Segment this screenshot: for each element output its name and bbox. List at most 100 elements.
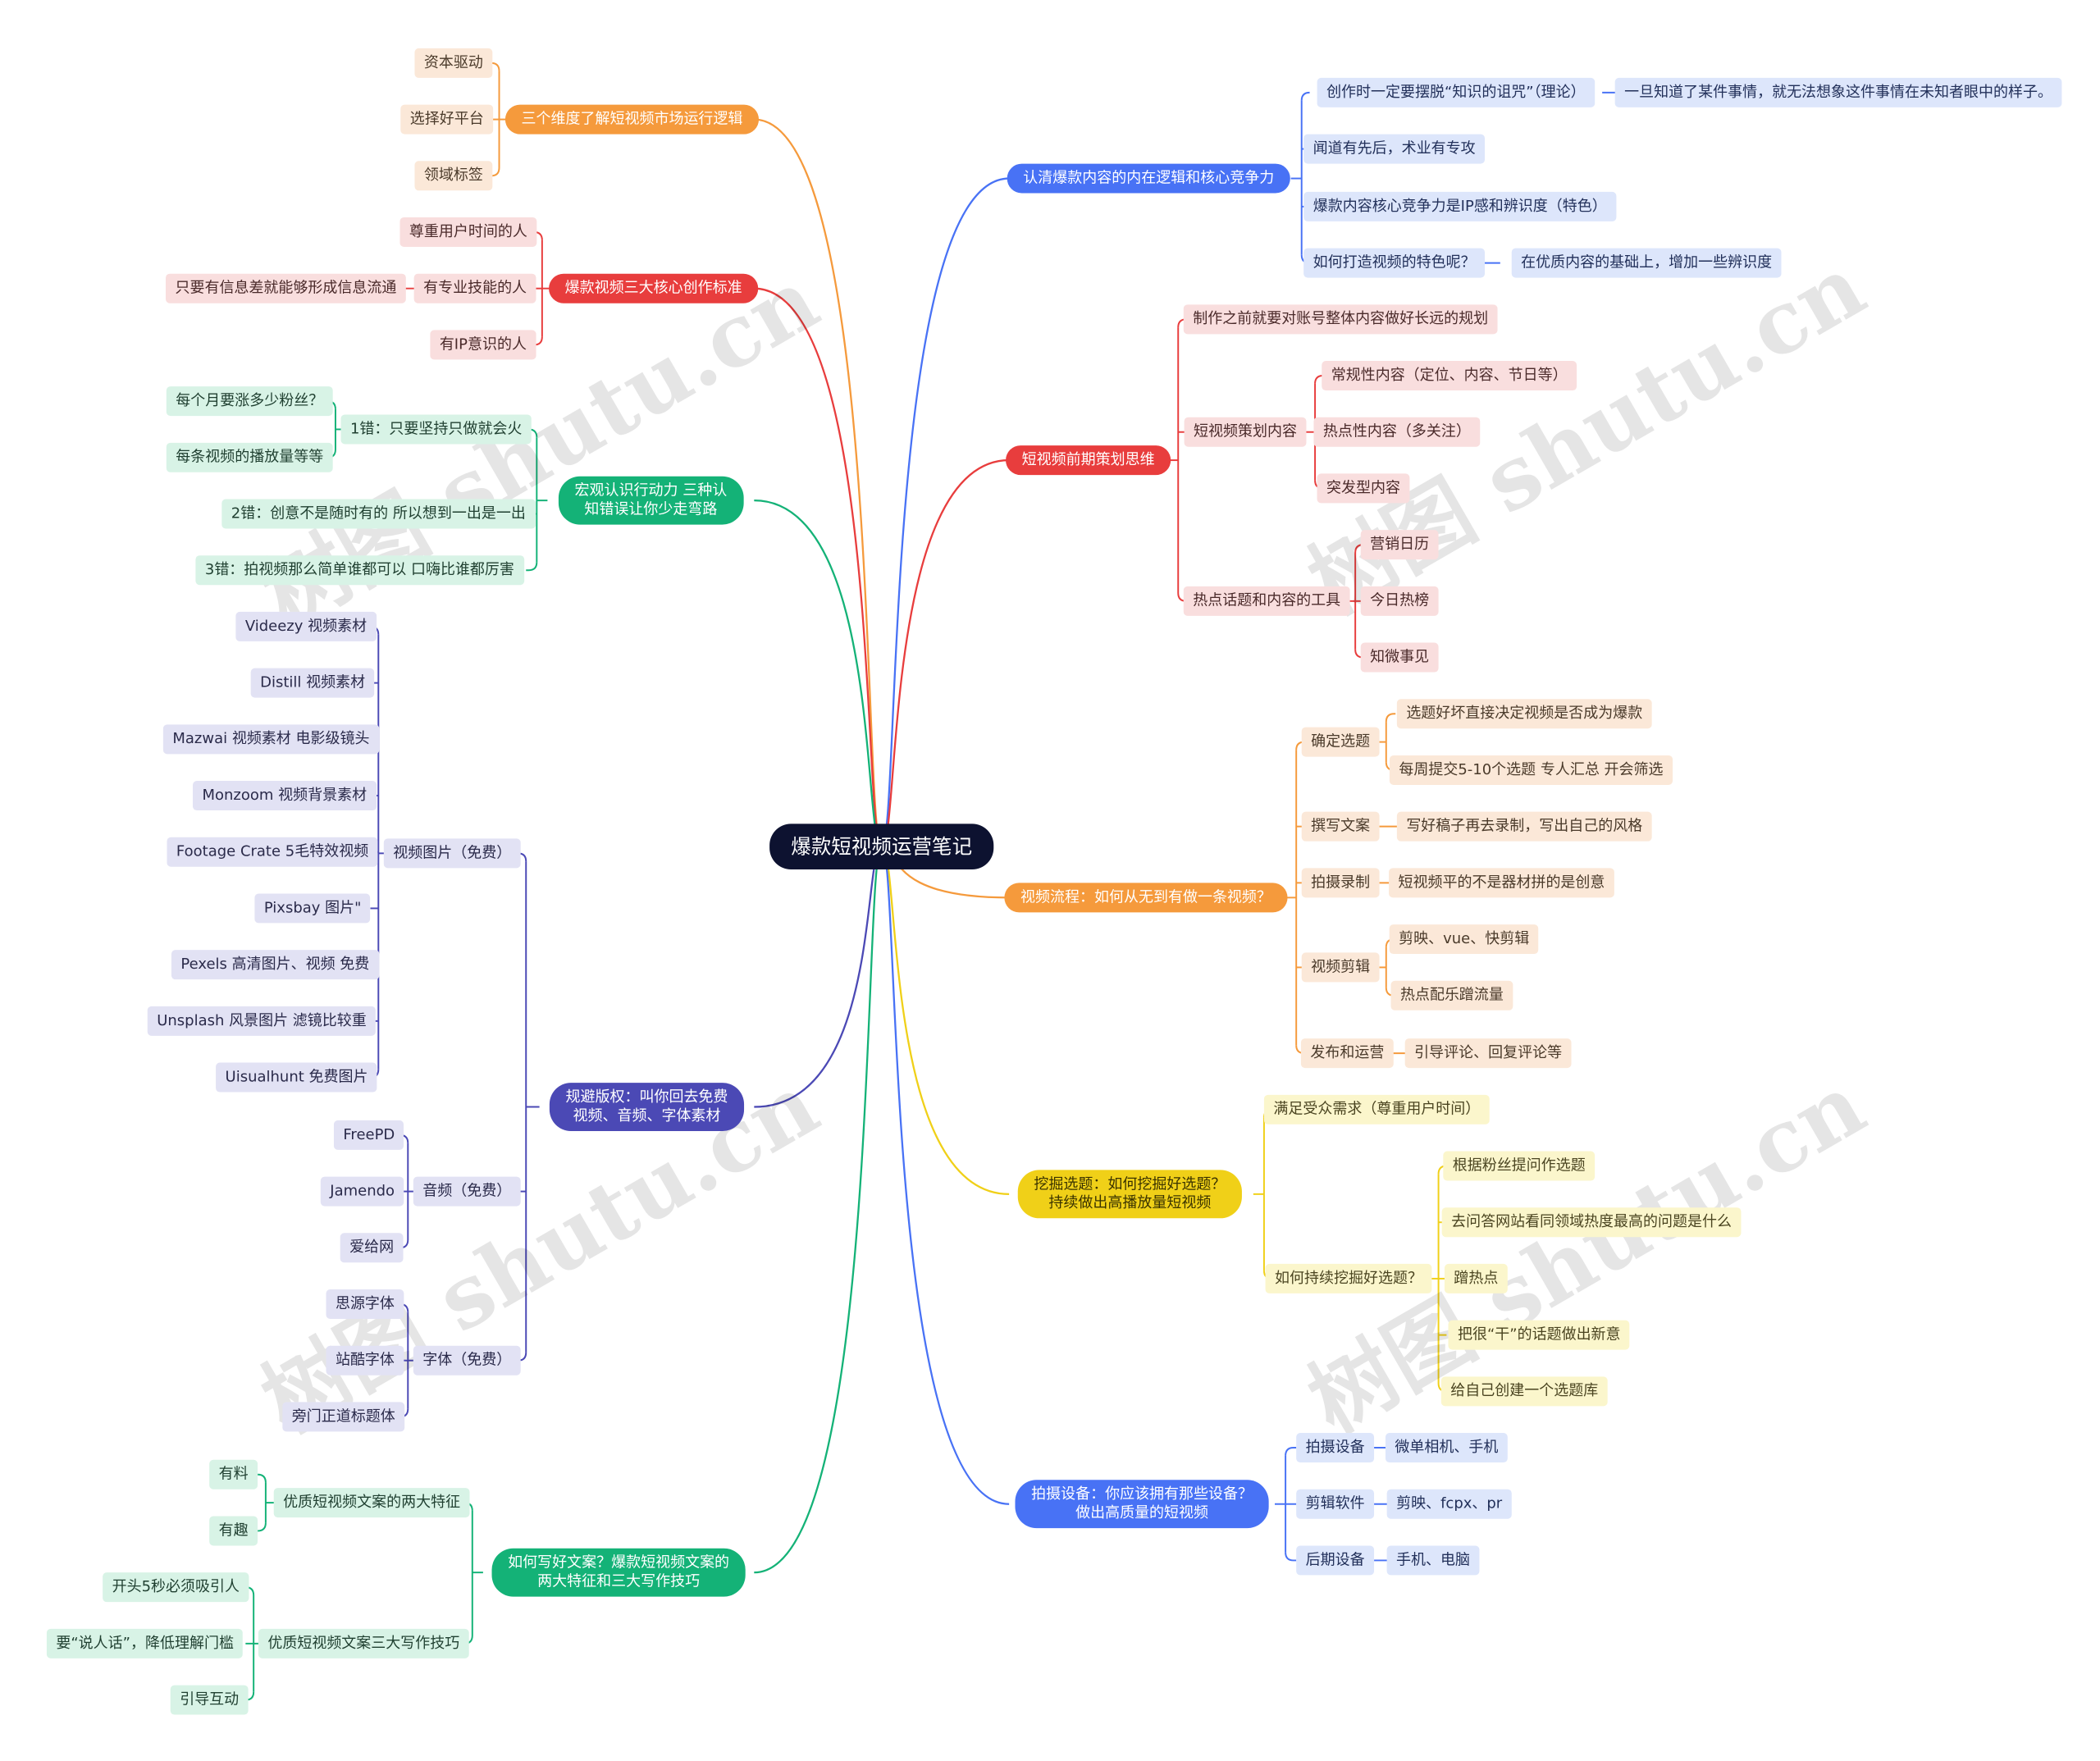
logic-item[interactable]: 如何打造视频的特色呢？ <box>1303 248 1486 278</box>
video-source[interactable]: Unsplash 风景图片 滤镜比较重 <box>147 1006 377 1036</box>
standard-item[interactable]: 有IP意识的人 <box>430 330 536 360</box>
video-source[interactable]: Mazwai 视频素材 电影级镜头 <box>162 724 379 755</box>
branch-equipment[interactable]: 拍摄设备：你应该拥有那些设备？ 做出高质量的短视频 <box>1015 1480 1269 1529</box>
topic-item[interactable]: 如何持续挖掘好选题？ <box>1265 1263 1432 1293</box>
planning-item[interactable]: 热点话题和内容的工具 <box>1183 586 1350 616</box>
process-detail[interactable]: 写好稿子再去录制，写出自己的风格 <box>1396 811 1652 842</box>
process-detail[interactable]: 短视频平的不是器材拼的是创意 <box>1389 868 1614 898</box>
mistake-item[interactable]: 3错：拍视频那么简单谁都可以 口嗨比谁都厉害 <box>195 555 524 586</box>
topic-sub[interactable]: 把很“干”的话题做出新意 <box>1448 1320 1631 1350</box>
topic-item[interactable]: 满足受众需求（尊重用户时间） <box>1263 1094 1490 1125</box>
copyright-group-audio[interactable]: 音频（免费） <box>413 1176 521 1207</box>
font-source[interactable]: 思源字体 <box>326 1289 404 1319</box>
process-step[interactable]: 发布和运营 <box>1300 1038 1394 1069</box>
tool-item[interactable]: 知微事见 <box>1360 642 1439 673</box>
process-detail[interactable]: 引导评论、回复评论等 <box>1404 1038 1572 1069</box>
logic-sub[interactable]: 在优质内容的基础上，增加一些辨识度 <box>1511 248 1782 278</box>
planning-item[interactable]: 短视频策划内容 <box>1184 417 1307 447</box>
process-step[interactable]: 撰写文案 <box>1301 811 1380 842</box>
logic-item[interactable]: 爆款内容核心竞争力是IP感和辨识度（特色） <box>1303 191 1617 221</box>
process-detail[interactable]: 每周提交5-10个选题 专人汇总 开会筛选 <box>1389 755 1673 785</box>
video-source[interactable]: Uisualhunt 免费图片 <box>216 1062 377 1093</box>
center-topic[interactable]: 爆款短视频运营笔记 <box>769 823 994 869</box>
copyright-group-font[interactable]: 字体（免费） <box>413 1345 521 1375</box>
mistake-item[interactable]: 2错：创意不是随时有的 所以想到一出是一出 <box>221 499 536 529</box>
audio-source[interactable]: FreePD <box>333 1120 404 1150</box>
equipment-group[interactable]: 拍摄设备 <box>1296 1433 1375 1463</box>
audio-source[interactable]: Jamendo <box>320 1176 404 1207</box>
tool-item[interactable]: 营销日历 <box>1360 530 1439 560</box>
standard-item[interactable]: 有专业技能的人 <box>413 273 536 303</box>
connector <box>1300 91 1310 101</box>
mistake-sub[interactable]: 每条视频的播放量等等 <box>166 442 333 472</box>
video-source[interactable]: Monzoom 视频背景素材 <box>193 781 377 811</box>
logic-item[interactable]: 创作时一定要摆脱“知识的诅咒”（理论） <box>1317 77 1596 107</box>
copywriting-item[interactable]: 引导互动 <box>170 1685 249 1715</box>
branch-copywriting[interactable]: 如何写好文案？爆款短视频文案的 两大特征和三大写作技巧 <box>491 1548 746 1597</box>
standard-sub[interactable]: 只要有信息差就能够形成信息流通 <box>166 273 406 303</box>
branch-process[interactable]: 视频流程：如何从无到有做一条视频？ <box>1004 883 1288 913</box>
branch-copyright[interactable]: 规避版权：叫你回去免费 视频、音频、字体素材 <box>549 1083 745 1131</box>
logic-sub[interactable]: 一旦知道了某件事情，就无法想象这件事情在未知者眼中的样子。 <box>1614 77 2062 107</box>
plan-content[interactable]: 突发型内容 <box>1317 473 1410 504</box>
tool-item[interactable]: 今日热榜 <box>1360 586 1439 616</box>
connector <box>754 846 883 1108</box>
topic-sub[interactable]: 给自己创建一个选题库 <box>1440 1376 1608 1407</box>
branch-planning[interactable]: 短视频前期策划思维 <box>1006 445 1171 476</box>
market-item[interactable]: 领域标签 <box>414 161 493 191</box>
logic-item[interactable]: 闻道有先后，术业有专攻 <box>1303 134 1486 164</box>
video-source[interactable]: Pixsbay 图片" <box>254 893 371 924</box>
process-detail[interactable]: 剪映、vue、快剪辑 <box>1389 924 1539 955</box>
video-source[interactable]: Videezy 视频素材 <box>235 611 377 641</box>
copywriting-group[interactable]: 优质短视频文案的两大特征 <box>273 1488 470 1518</box>
video-source[interactable]: Distill 视频素材 <box>250 668 375 698</box>
topic-sub[interactable]: 蹭热点 <box>1444 1263 1508 1293</box>
standard-item[interactable]: 尊重用户时间的人 <box>399 217 537 247</box>
market-item[interactable]: 资本驱动 <box>414 48 493 78</box>
branch-topic[interactable]: 挖掘选题：如何挖掘好选题？ 持续做出高播放量短视频 <box>1017 1170 1242 1219</box>
mistake-sub[interactable]: 每个月要涨多少粉丝？ <box>166 386 333 417</box>
process-detail[interactable]: 选题好坏直接决定视频是否成为爆款 <box>1396 699 1652 729</box>
equipment-item[interactable]: 手机、电脑 <box>1386 1545 1480 1576</box>
planning-item[interactable]: 制作之前就要对账号整体内容做好长远的规划 <box>1183 304 1498 335</box>
branch-logic[interactable]: 认清爆款内容的内在逻辑和核心竞争力 <box>1007 163 1290 194</box>
branch-market[interactable]: 三个维度了解短视频市场运行逻辑 <box>504 104 760 135</box>
branch-mistakes[interactable]: 宏观认识行动力 三种认 知错误让你少走弯路 <box>558 476 743 525</box>
equipment-group[interactable]: 剪辑软件 <box>1296 1489 1375 1519</box>
connector <box>1385 713 1396 723</box>
connector <box>258 1522 267 1532</box>
branch-standard[interactable]: 爆款视频三大核心创作标准 <box>549 273 759 303</box>
topic-sub[interactable]: 根据粉丝提问作选题 <box>1443 1151 1596 1181</box>
process-step[interactable]: 确定选题 <box>1301 727 1380 757</box>
equipment-group[interactable]: 后期设备 <box>1296 1545 1375 1576</box>
process-step[interactable]: 视频剪辑 <box>1301 952 1380 983</box>
connector <box>754 846 883 1574</box>
plan-content[interactable]: 热点性内容（多关注） <box>1313 417 1481 447</box>
plan-content[interactable]: 常规性内容（定位、内容、节日等） <box>1322 361 1577 391</box>
audio-source[interactable]: 爱给网 <box>340 1233 404 1263</box>
copywriting-item[interactable]: 有趣 <box>209 1516 258 1546</box>
copywriting-item[interactable]: 要“说人话”，降低理解门槛 <box>46 1628 244 1658</box>
equipment-item[interactable]: 微单相机、手机 <box>1385 1433 1508 1463</box>
video-source[interactable]: Pexels 高清图片、视频 免费 <box>171 950 379 980</box>
topic-sub[interactable]: 去问答网站看同领域热度最高的问题是什么 <box>1441 1207 1742 1238</box>
video-source[interactable]: Footage Crate 5毛特效视频 <box>167 837 378 867</box>
font-source[interactable]: 站酷字体 <box>326 1345 404 1375</box>
copywriting-item[interactable]: 有料 <box>209 1459 258 1490</box>
connector <box>526 562 538 572</box>
process-detail[interactable]: 热点配乐蹭流量 <box>1390 980 1513 1011</box>
connector <box>1285 1552 1297 1562</box>
equipment-item[interactable]: 剪映、fcpx、pr <box>1386 1489 1512 1519</box>
connector <box>1285 1447 1297 1456</box>
process-step[interactable]: 拍摄录制 <box>1301 868 1380 898</box>
connector <box>880 177 1010 848</box>
market-item[interactable]: 选择好平台 <box>400 104 494 135</box>
font-source[interactable]: 旁门正道标题体 <box>282 1402 405 1432</box>
copywriting-group[interactable]: 优质短视频文案三大写作技巧 <box>258 1628 469 1658</box>
copyright-group-video[interactable]: 视频图片（免费） <box>383 838 521 869</box>
mistake-item[interactable]: 1错：只要坚持只做就会火 <box>340 414 532 445</box>
connector <box>754 287 883 848</box>
copywriting-item[interactable]: 开头5秒必须吸引人 <box>103 1572 249 1603</box>
connector <box>258 1473 267 1483</box>
